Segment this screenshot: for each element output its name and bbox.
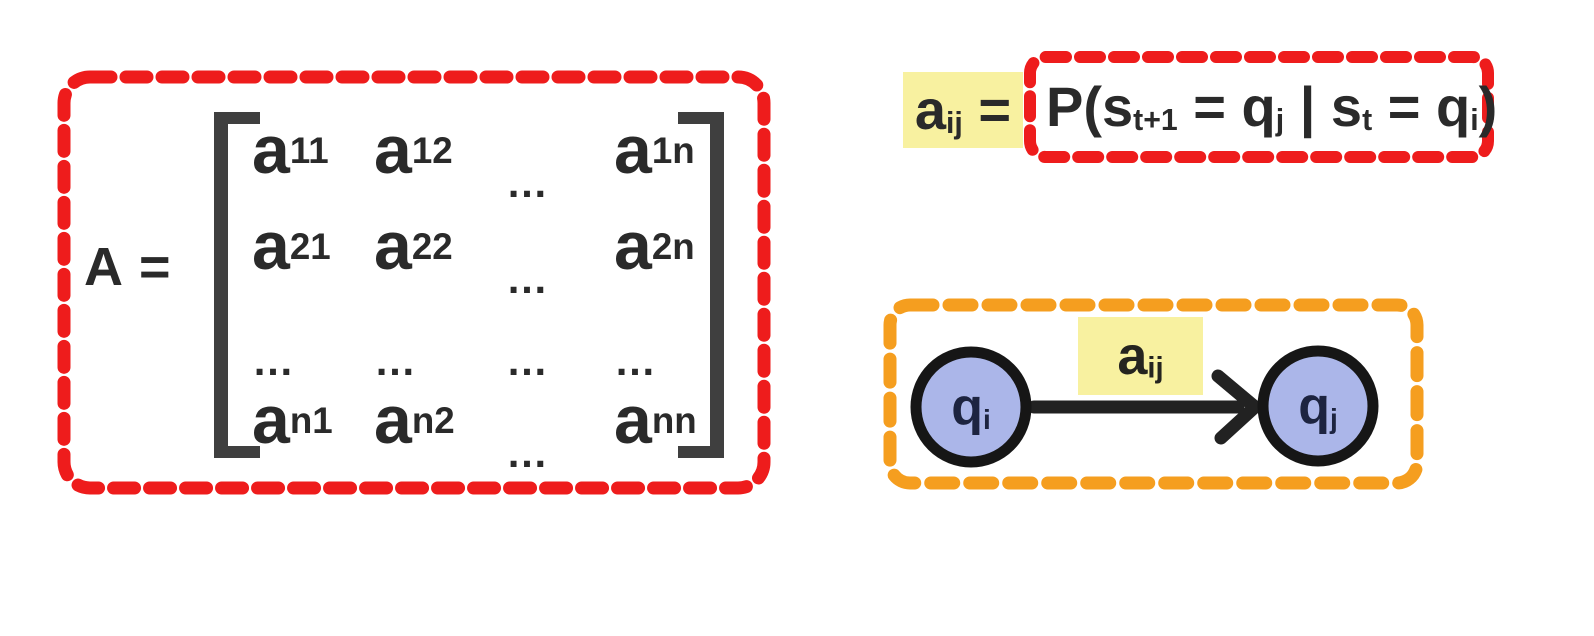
matrix-cell: … — [506, 429, 549, 476]
transition-diagram-box — [883, 298, 1424, 490]
state-node-qj-circle — [1257, 345, 1379, 467]
transition-arrow-head — [1211, 369, 1262, 445]
matrix-label: A — [84, 237, 123, 297]
matrix-highlight-box — [57, 70, 771, 495]
formula-highlight-box — [1024, 51, 1494, 163]
formula-equals: = — [962, 78, 1012, 141]
matrix-cell: … — [506, 255, 549, 302]
matrix-right-bracket — [678, 112, 724, 458]
matrix-left-bracket — [214, 112, 260, 458]
equals-sign: = — [139, 237, 171, 297]
matrix-cell: … — [374, 337, 417, 384]
matrix-cell: … — [252, 337, 295, 384]
matrix-cell: … — [506, 337, 549, 384]
matrix-cell: … — [614, 337, 657, 384]
state-node-qi-circle — [910, 346, 1032, 468]
formula-lhs-symbol: a — [914, 78, 947, 141]
matrix-cell: … — [506, 159, 549, 206]
matrix-equation-label: A = — [84, 236, 171, 298]
